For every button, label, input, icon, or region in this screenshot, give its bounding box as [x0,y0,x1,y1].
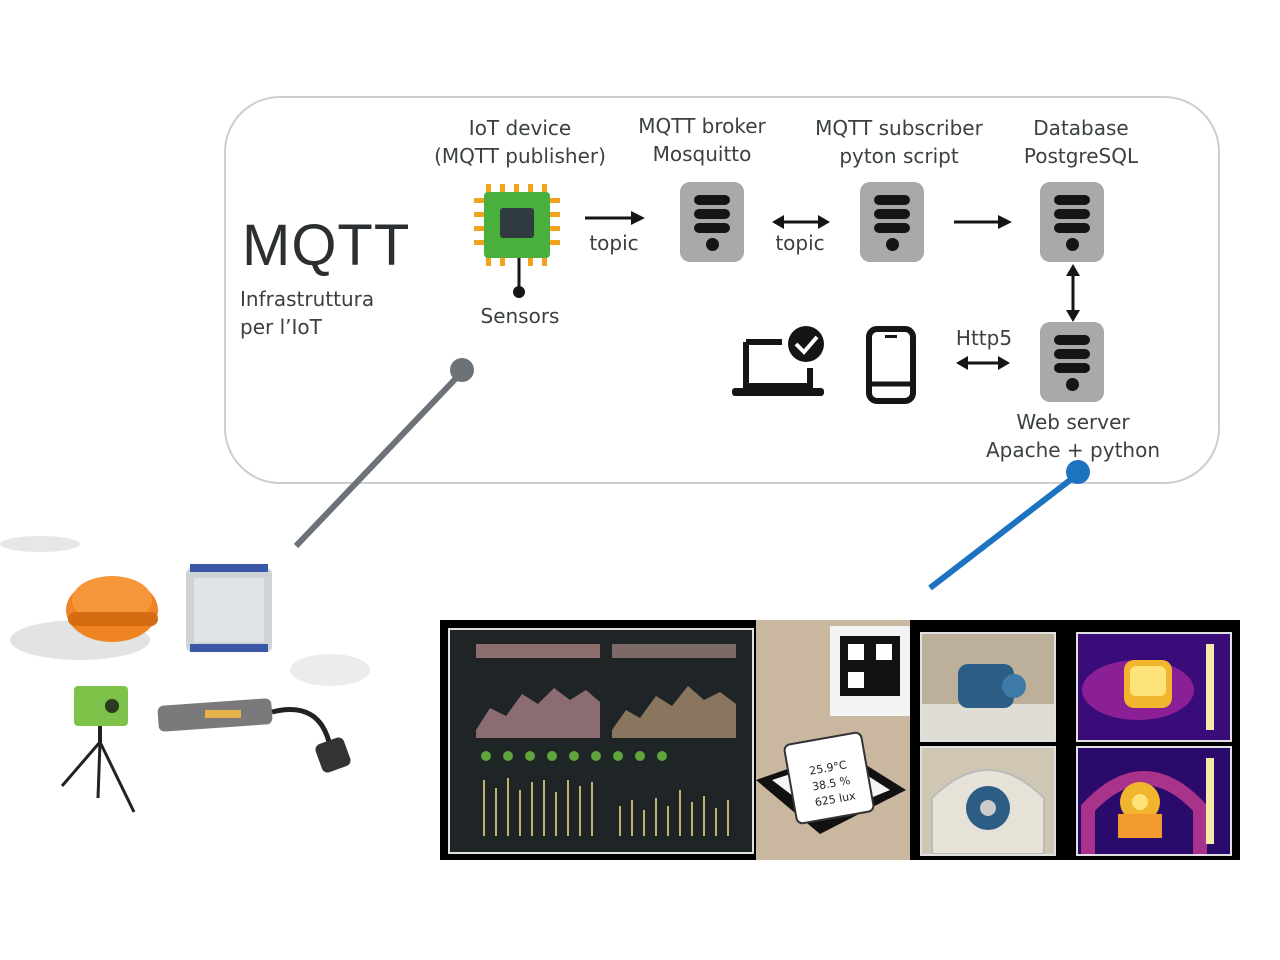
thermal-heatmap-icon [1078,634,1230,740]
ar-tag-photo: 25.9°C 38.5 % 625 lux [756,620,910,860]
arrow-bidirectional-icon [772,215,830,229]
database-label: Database PostgreSQL [1023,116,1139,168]
arrow-right-icon [954,215,1012,229]
topic-label-2: topic [775,231,825,255]
thermal-image-bottom [1076,746,1232,856]
laptop-check-icon [732,326,824,396]
subscriber-label: MQTT subscriber pyton script [815,116,983,168]
iot-device-label: IoT device (MQTT publisher) [434,116,606,168]
arrow-vertical-icon [1066,264,1080,322]
broker-server-icon [680,182,744,262]
sensors-label: Sensors [480,304,560,328]
database-server-icon [1040,182,1104,262]
motor-front-icon [931,769,1045,854]
motor-photo-bottom [920,746,1056,856]
application-screenshots-strip: 25.9°C 38.5 % 625 lux [440,620,1240,860]
diagram-title: MQTT [242,213,411,278]
diagram-frame [224,96,1220,484]
iot-chip-icon [474,184,560,298]
http5-label: Http5 [955,326,1013,350]
arrow-bidirectional-icon [956,356,1010,370]
iot-hardware-photo [0,536,370,813]
topic-label-1: topic [589,231,639,255]
web-server-icon [1040,322,1104,402]
diagram-subtitle-line2: per l’IoT [240,315,322,339]
broker-label: MQTT broker Mosquitto [638,114,766,166]
web-server-label: Web server Apache + python [985,410,1161,462]
dashboard-screenshot [448,628,754,854]
arrow-right-icon [585,211,645,225]
diagram-subtitle-line1: Infrastruttura [240,287,375,311]
dashboard-charts-icon [476,644,736,836]
thermal-heatmap-front-icon [1078,748,1230,854]
motor-photo-top [920,632,1056,742]
subscriber-server-icon [860,182,924,262]
thermal-image-top [1076,632,1232,742]
qr-marker-icon [756,620,910,860]
smartphone-icon [866,326,916,404]
sensor-readings-overlay: 25.9°C 38.5 % 625 lux [808,757,857,811]
motor-icon [922,664,1054,740]
